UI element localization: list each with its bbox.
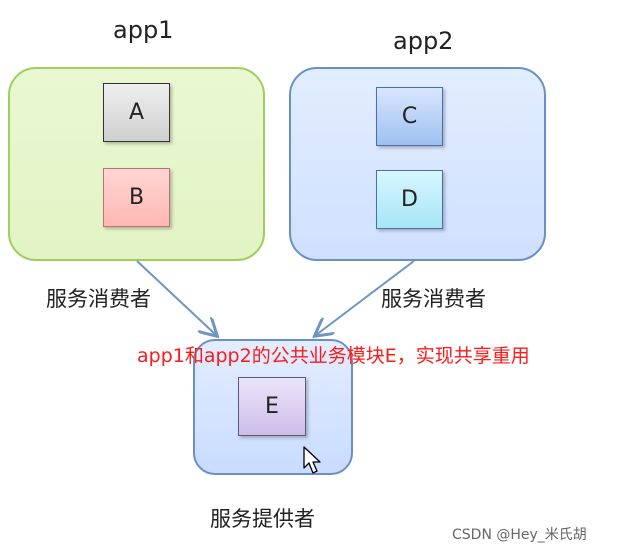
app1-title: app1 <box>113 16 174 44</box>
provider-role-label: 服务提供者 <box>210 507 315 531</box>
module-a: A <box>103 83 170 142</box>
module-b: B <box>103 168 170 227</box>
annotation-text: app1和app2的公共业务模块E，实现共享重用 <box>137 345 530 367</box>
arrow-app2-to-provider <box>316 260 415 335</box>
module-c: C <box>376 87 443 146</box>
module-d: D <box>376 170 443 229</box>
app2-role-label: 服务消费者 <box>381 287 486 311</box>
app2-title: app2 <box>393 27 454 55</box>
app1-role-label: 服务消费者 <box>46 287 151 311</box>
module-e: E <box>238 377 306 436</box>
watermark: CSDN @Hey_米氏胡 <box>452 527 587 543</box>
arrow-app1-to-provider <box>136 260 216 335</box>
mouse-cursor-icon <box>303 446 321 474</box>
